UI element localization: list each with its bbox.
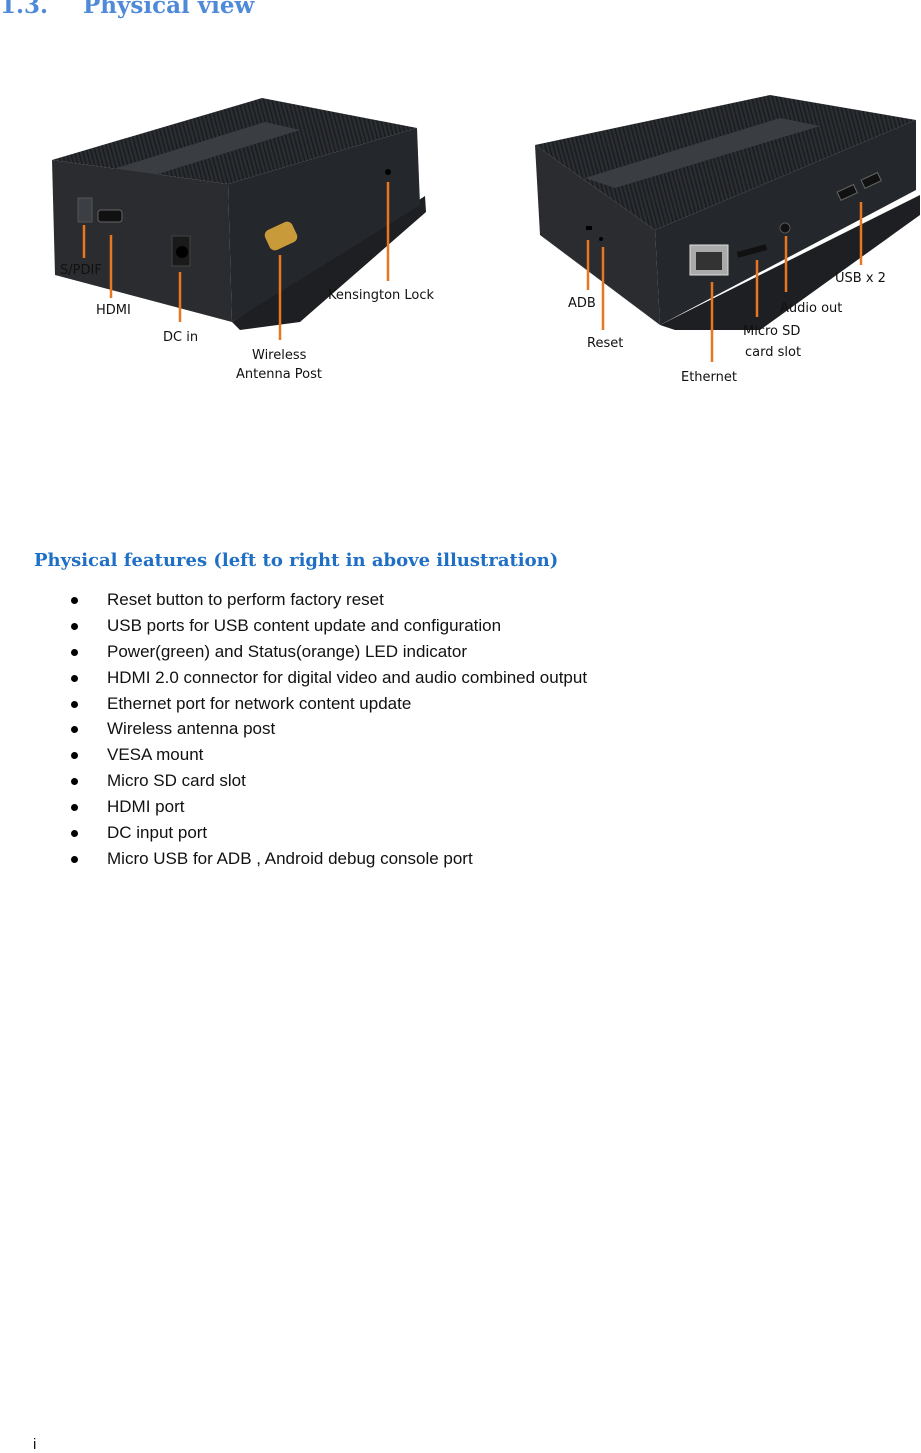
- label-adb: ADB: [568, 296, 596, 311]
- audio-jack: [779, 222, 791, 234]
- antenna-post: [264, 221, 298, 251]
- label-microsd-line1: Micro SD: [743, 324, 800, 339]
- bullet-icon: [71, 752, 78, 760]
- list-item: Micro SD card slot: [0, 768, 587, 794]
- list-item: HDMI port: [0, 794, 587, 820]
- spdif-port: [77, 197, 93, 223]
- bullet-icon: [71, 648, 78, 656]
- label-kensington: Kensington Lock: [328, 288, 435, 303]
- label-reset: Reset: [587, 336, 623, 351]
- bullet-icon: [71, 804, 78, 812]
- usb-port: [836, 183, 858, 201]
- list-item: DC input port: [0, 820, 587, 846]
- label-microsd-line2: card slot: [745, 345, 801, 360]
- bullet-icon: [71, 830, 78, 838]
- list-item-text: Wireless antenna post: [107, 719, 276, 739]
- bullet-icon: [71, 855, 78, 863]
- hdmi-port: [97, 209, 123, 223]
- section-number: 1.3.: [0, 0, 49, 19]
- bullet-icon: [71, 726, 78, 734]
- list-item: VESA mount: [0, 742, 587, 768]
- list-item-text: Micro SD card slot: [107, 771, 246, 791]
- list-item: USB ports for USB content update and con…: [0, 613, 587, 639]
- left-callout-lines: [82, 182, 390, 340]
- label-spdif: S/PDIF: [60, 263, 102, 278]
- list-item: Micro USB for ADB , Android debug consol…: [0, 846, 587, 872]
- label-usb: USB x 2: [835, 271, 886, 286]
- list-item: Reset button to perform factory reset: [0, 587, 587, 613]
- list-item-text: Power(green) and Status(orange) LED indi…: [107, 641, 468, 661]
- page-number: i: [33, 1436, 37, 1453]
- right-callout-lines: [586, 202, 863, 362]
- label-ethernet: Ethernet: [681, 370, 737, 385]
- bullet-icon: [71, 622, 78, 630]
- label-hdmi: HDMI: [96, 303, 131, 318]
- list-item-text: HDMI port: [107, 797, 185, 817]
- list-item: Wireless antenna post: [0, 716, 587, 742]
- features-heading: Physical features (left to right in abov…: [34, 550, 559, 571]
- list-item: Ethernet port for network content update: [0, 691, 587, 717]
- bullet-icon: [71, 700, 78, 708]
- list-item: Power(green) and Status(orange) LED indi…: [0, 639, 587, 665]
- list-item-text: Ethernet port for network content update: [107, 693, 412, 713]
- list-item-text: DC input port: [107, 823, 208, 843]
- label-antenna-line2: Antenna Post: [236, 367, 322, 382]
- list-item-text: VESA mount: [107, 745, 204, 765]
- device-illustration: S/PDIF HDMI DC in Wireless Antenna Post …: [52, 95, 920, 385]
- usb-port: [860, 171, 882, 189]
- label-dc-in: DC in: [163, 330, 198, 345]
- list-item: HDMI 2.0 connector for digital video and…: [0, 665, 587, 691]
- bullet-icon: [71, 778, 78, 786]
- section-title: Physical view: [83, 0, 255, 19]
- features-list: Reset button to perform factory reset US…: [0, 587, 587, 872]
- label-antenna-line1: Wireless: [252, 348, 307, 363]
- list-item-text: USB ports for USB content update and con…: [107, 615, 502, 635]
- list-item-text: Micro USB for ADB , Android debug consol…: [107, 848, 473, 868]
- list-item-text: Reset button to perform factory reset: [107, 590, 384, 609]
- device-rear-view: [535, 95, 920, 330]
- microsd-slot: [736, 244, 768, 258]
- list-item-text: HDMI 2.0 connector for digital video and…: [107, 667, 588, 687]
- bullet-icon: [71, 674, 78, 682]
- label-audio-out: Audio out: [780, 301, 842, 316]
- bullet-icon: [71, 597, 78, 604]
